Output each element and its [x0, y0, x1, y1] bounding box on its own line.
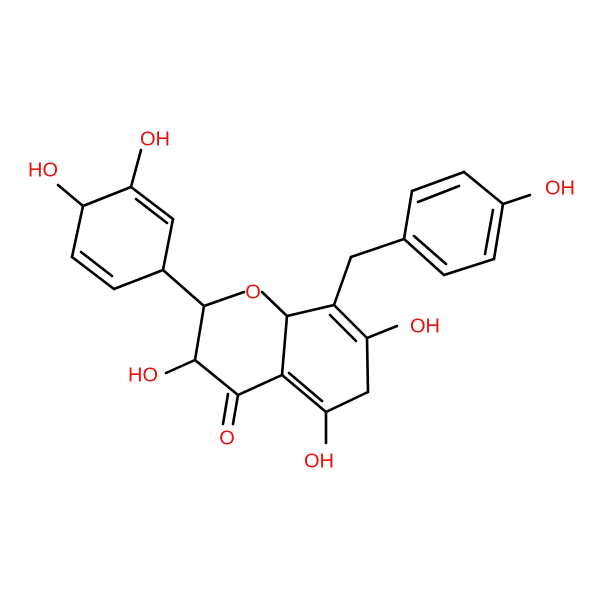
bond	[161, 268, 206, 308]
bond	[129, 185, 175, 221]
bond	[193, 358, 240, 397]
bond	[231, 393, 240, 426]
bond	[221, 392, 230, 426]
atom-label-ring-oxygen: O	[245, 281, 261, 303]
atom-labels: OH HO OH O OH HO O OH	[28, 128, 575, 472]
atom-label-7-hydroxyl: OH	[410, 315, 440, 337]
bond	[328, 313, 358, 343]
atom-label-carbonyl-oxygen: O	[219, 427, 235, 449]
bond	[70, 204, 85, 259]
bond	[492, 202, 505, 261]
bond	[324, 390, 370, 414]
atom-label-4p-hydroxyl: OH	[545, 177, 575, 199]
bonds	[56, 148, 532, 445]
bond	[260, 290, 289, 318]
bond	[285, 303, 336, 318]
bond	[483, 208, 495, 256]
atom-label-3-ring-hydroxyl: HO	[128, 364, 158, 386]
bond	[280, 314, 289, 377]
bond	[161, 217, 175, 272]
atom-label-3-hydroxyl: OH	[140, 128, 170, 150]
atom-label-4-hydroxyl: HO	[28, 159, 58, 181]
bond	[402, 189, 414, 241]
bond	[349, 237, 406, 259]
bond	[365, 336, 370, 394]
atom-label-5-hydroxyl: OH	[304, 450, 334, 472]
bond	[462, 170, 505, 206]
bond	[193, 304, 206, 362]
bond	[412, 234, 448, 266]
bond	[410, 170, 466, 193]
bond	[416, 184, 461, 204]
bond	[365, 324, 399, 340]
bond	[70, 255, 116, 291]
bond	[129, 148, 143, 189]
bond	[56, 183, 85, 208]
bond	[81, 185, 133, 208]
bond	[332, 255, 353, 307]
bond	[79, 250, 114, 278]
bond	[202, 290, 246, 308]
bond	[402, 237, 446, 277]
bond	[280, 373, 328, 414]
bond	[442, 257, 496, 277]
bond	[112, 268, 165, 291]
bond	[134, 197, 169, 225]
bond	[164, 358, 197, 375]
bond	[236, 373, 284, 397]
bond	[501, 193, 532, 206]
bond	[287, 371, 324, 403]
bond	[332, 303, 369, 340]
